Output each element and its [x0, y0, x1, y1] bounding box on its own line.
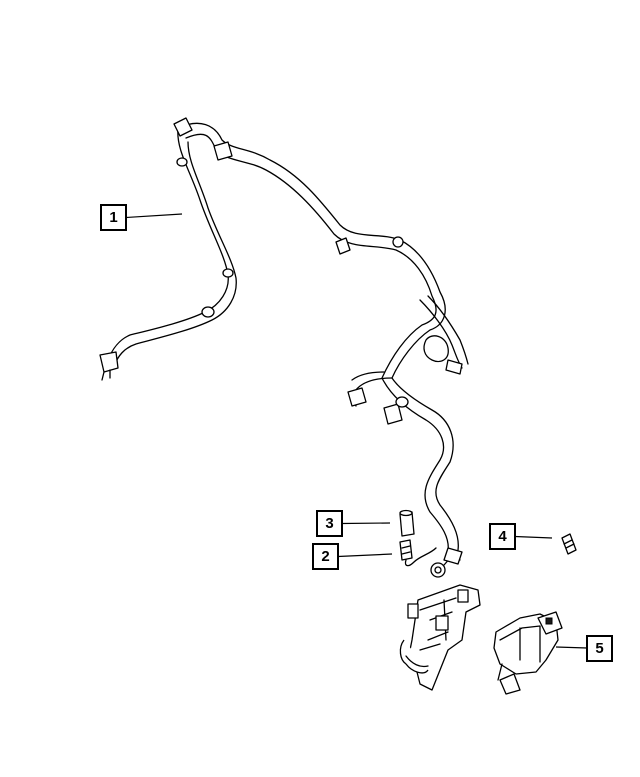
callout-4-label: 4	[498, 528, 507, 545]
cylinder-insulator	[399, 509, 415, 537]
callout-5-leader	[555, 646, 588, 649]
callout-3: 3	[316, 510, 391, 537]
callout-2-leader	[337, 553, 393, 558]
wiring-harness	[99, 117, 469, 578]
mounting-bracket	[399, 584, 481, 691]
callout-1-leader	[125, 213, 183, 219]
callout-1: 1	[100, 204, 183, 231]
callout-4-leader	[514, 535, 553, 539]
terminal-sleeve	[399, 539, 437, 567]
callout-5: 5	[555, 635, 613, 662]
small-fitting	[561, 533, 577, 555]
callout-1-label: 1	[109, 209, 117, 226]
callout-4: 4	[489, 523, 553, 550]
callout-3-label: 3	[325, 515, 333, 532]
callout-2-label: 2	[321, 548, 329, 565]
sensor-module	[493, 611, 563, 695]
callout-3-leader	[341, 522, 391, 525]
callout-2: 2	[312, 543, 393, 570]
callout-5-label: 5	[595, 640, 603, 657]
